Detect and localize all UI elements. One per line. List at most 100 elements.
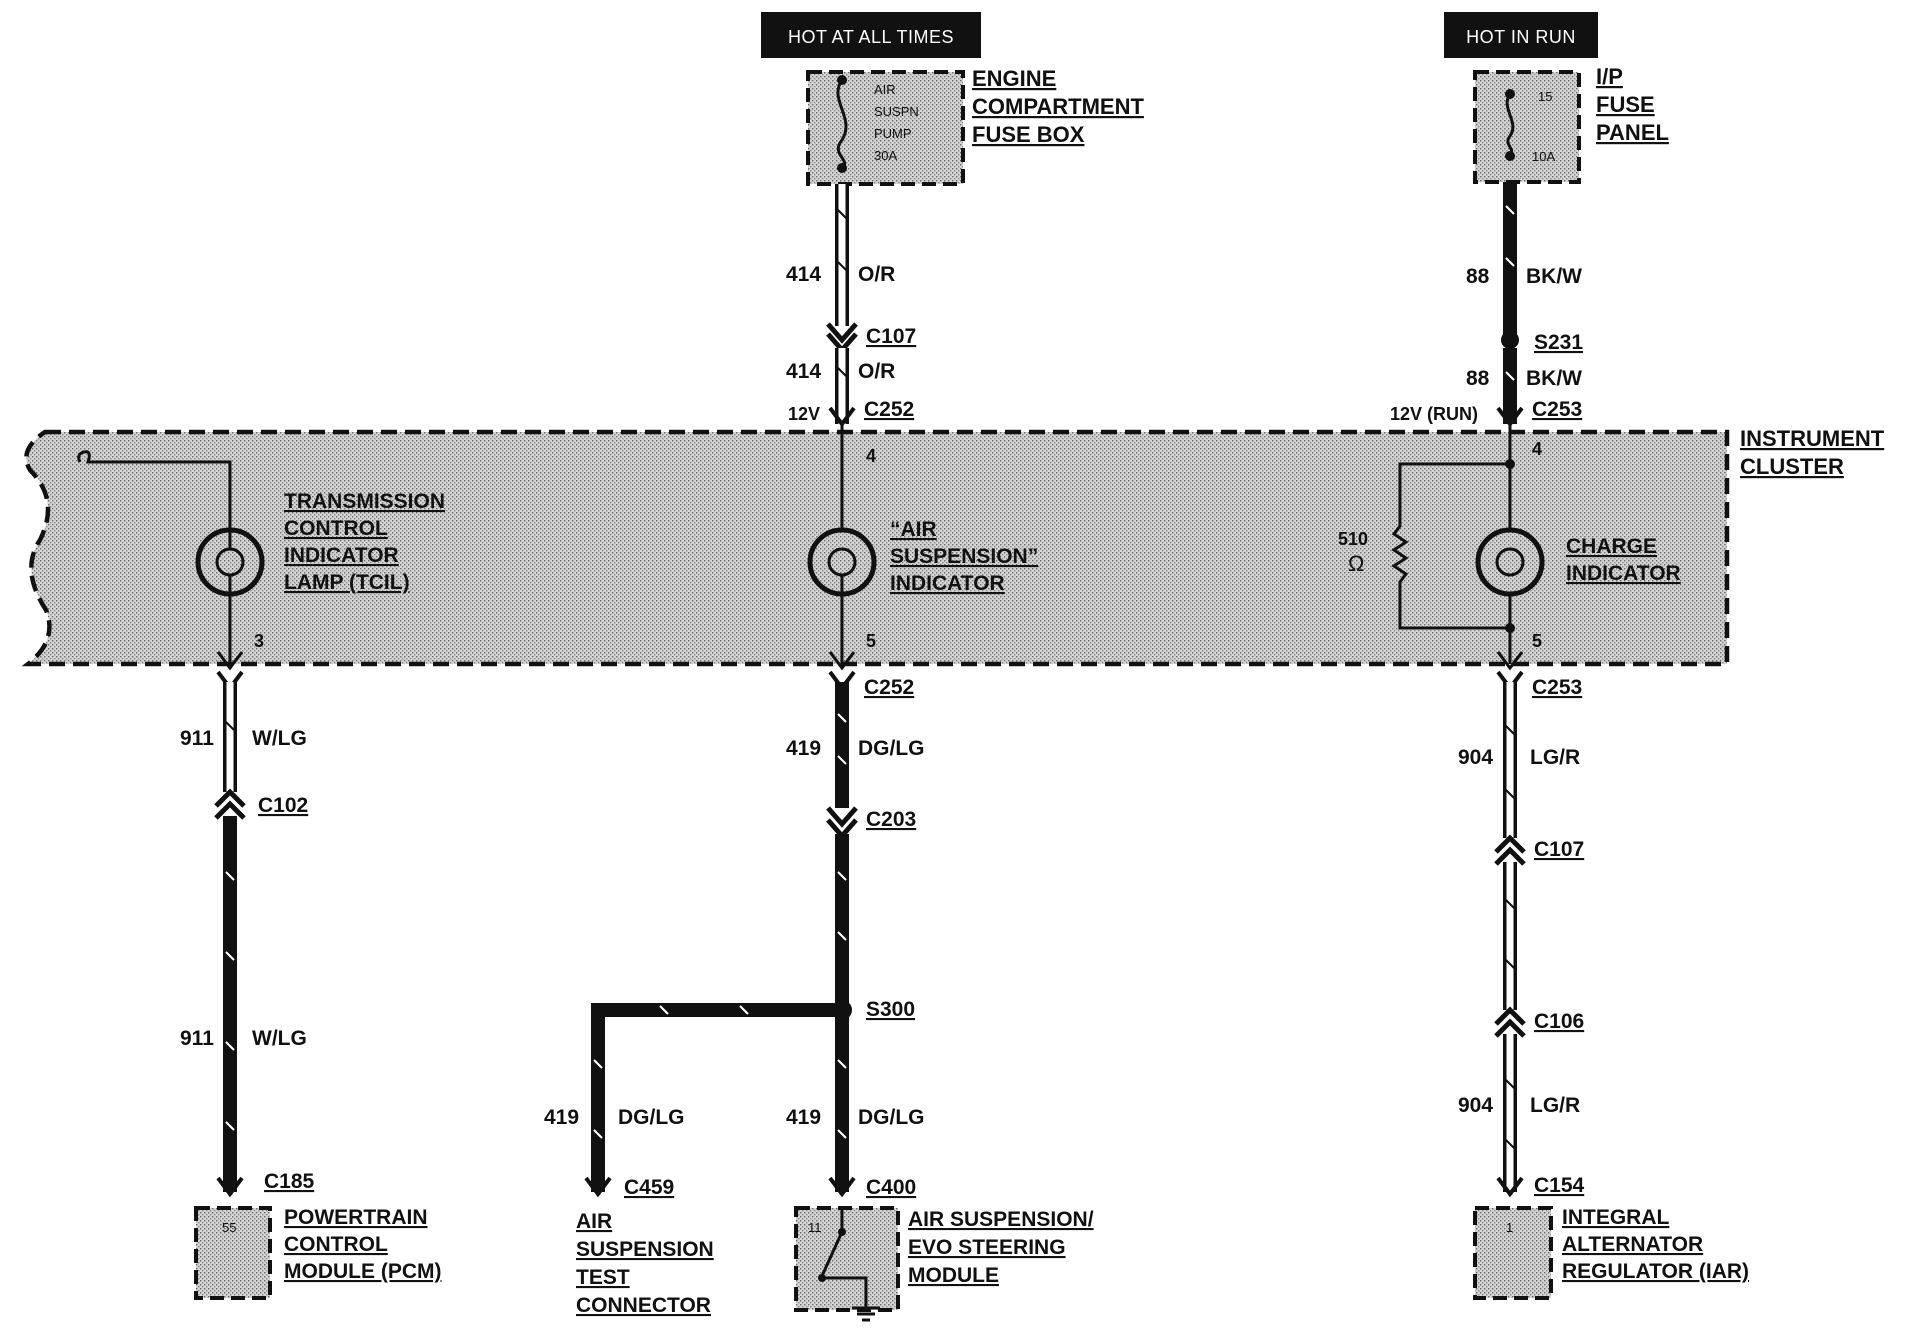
connector-c203 <box>826 806 858 840</box>
wire-88-color-upper: BK/W <box>1526 265 1582 288</box>
hot-at-all-times-label: HOT AT ALL TIMES <box>788 27 954 47</box>
connector-c102-label: C102 <box>258 794 308 817</box>
evo-pin: 11 <box>808 1220 822 1235</box>
voltage-12v: 12V <box>788 404 820 424</box>
iar-label-2: ALTERNATOR <box>1562 1233 1703 1256</box>
connector-c102 <box>214 788 246 820</box>
engine-fuse-box-name-2: COMPARTMENT <box>972 94 1144 119</box>
pcm-label-2: CONTROL <box>284 1233 388 1256</box>
ip-fuse-panel-label: I/P FUSE PANEL <box>1596 64 1669 145</box>
fuse-symbol-air-susp-pump <box>836 75 848 173</box>
wire-414-circuit-upper: 414 <box>786 263 821 286</box>
wire-904-circuit-lower: 904 <box>1458 1094 1493 1117</box>
tcil-label: TRANSMISSION CONTROL INDICATOR LAMP (TCI… <box>284 490 445 594</box>
air-susp-label: “AIR SUSPENSION” INDICATOR <box>890 518 1038 595</box>
connector-c107-label-bottom: C107 <box>1534 838 1584 861</box>
wire-419-middle <box>835 834 849 1010</box>
iar-pin: 1 <box>1506 1220 1513 1235</box>
air-suspension-indicator-lamp <box>807 424 877 671</box>
splice-s231-label: S231 <box>1534 331 1583 354</box>
connector-c253-label-bottom: C253 <box>1532 676 1582 699</box>
instrument-cluster <box>21 429 1730 667</box>
connector-c185-label: C185 <box>264 1170 315 1193</box>
hot-in-run-header: HOT IN RUN <box>1444 12 1598 58</box>
connector-c106 <box>1494 1006 1526 1038</box>
wire-88-color-lower: BK/W <box>1526 367 1582 390</box>
tcil-pin: 3 <box>254 631 264 651</box>
wire-419-circuit-upper: 419 <box>786 737 821 760</box>
test-connector-label-4: CONNECTOR <box>576 1294 711 1317</box>
evo-label-2: EVO STEERING <box>908 1236 1066 1259</box>
ip-fuse-name-3: PANEL <box>1596 120 1669 145</box>
iar-label-1: INTEGRAL <box>1562 1206 1670 1229</box>
evo-label-3: MODULE <box>908 1264 999 1287</box>
engine-fuse-box-name-3: FUSE BOX <box>972 122 1085 147</box>
wire-414-upper <box>835 184 849 326</box>
connector-c154-label: C154 <box>1534 1174 1585 1197</box>
hot-at-all-times-header: HOT AT ALL TIMES <box>761 12 981 58</box>
wire-419-circuit-branch: 419 <box>544 1106 579 1129</box>
wire-904-color-lower: LG/R <box>1530 1094 1580 1117</box>
wire-904-color-upper: LG/R <box>1530 746 1580 769</box>
tcil-label-3: INDICATOR <box>284 544 399 567</box>
ip-fuse-panel: 15 10A <box>1473 70 1581 184</box>
wire-414-color-lower: O/R <box>858 360 895 383</box>
wire-419-lower <box>828 1010 856 1198</box>
instrument-cluster-label: INSTRUMENT CLUSTER <box>1740 426 1885 479</box>
tcil-lamp <box>77 450 265 671</box>
wire-88-lower <box>1496 348 1524 428</box>
tcil-label-4: LAMP (TCIL) <box>284 571 410 594</box>
connector-c203-label: C203 <box>866 808 916 831</box>
test-connector-label-1: AIR <box>576 1210 612 1233</box>
iar-label: INTEGRAL ALTERNATOR REGULATOR (IAR) <box>1562 1206 1749 1283</box>
charge-pin-bottom: 5 <box>1532 631 1542 651</box>
engine-fuse-box: AIR SUSPN PUMP 30A <box>806 70 965 186</box>
connector-c107-label-top: C107 <box>866 325 916 348</box>
wire-911-lower <box>216 816 244 1198</box>
wire-88-upper <box>1503 182 1517 338</box>
charge-label: CHARGE INDICATOR <box>1566 535 1681 585</box>
fuse-line-4: 30A <box>874 148 897 163</box>
wire-414-color-upper: O/R <box>858 263 895 286</box>
air-susp-label-3: INDICATOR <box>890 572 1005 595</box>
wire-414-lower <box>828 348 856 428</box>
wire-88-circuit-lower: 88 <box>1466 367 1490 390</box>
connector-c400-label: C400 <box>866 1176 916 1199</box>
fuse-line-1: AIR <box>874 82 896 97</box>
resistor-510 <box>1391 462 1510 630</box>
ip-fuse-name-1: I/P <box>1596 64 1623 89</box>
wire-911-circuit-upper: 911 <box>180 727 214 750</box>
wire-414-circuit-lower: 414 <box>786 360 821 383</box>
resistor-value: 510 <box>1338 529 1368 549</box>
ground-icon <box>852 1300 880 1322</box>
evo-label-1: AIR SUSPENSION/ <box>908 1208 1094 1231</box>
charge-pin-top: 4 <box>1532 439 1542 459</box>
voltage-12v-run: 12V (RUN) <box>1390 404 1478 424</box>
wire-911-circuit-lower: 911 <box>180 1027 214 1050</box>
wire-911-color-upper: W/LG <box>252 727 307 750</box>
wire-419-color-lower: DG/LG <box>858 1106 925 1129</box>
splice-s300-label: S300 <box>866 998 915 1021</box>
fuse-line-3: PUMP <box>874 126 912 141</box>
pcm-label-1: POWERTRAIN <box>284 1206 428 1229</box>
engine-fuse-box-label: ENGINE COMPARTMENT FUSE BOX <box>972 66 1144 147</box>
instrument-cluster-name-2: CLUSTER <box>1740 454 1844 479</box>
pcm-module: 55 <box>194 1206 272 1300</box>
test-connector-label-2: SUSPENSION <box>576 1238 714 1261</box>
engine-fuse-box-name-1: ENGINE <box>972 66 1056 91</box>
evo-module: 11 <box>794 1206 900 1312</box>
air-susp-label-2: SUSPENSION” <box>890 545 1038 568</box>
fuse-line-2: SUSPN <box>874 104 919 119</box>
connector-c252-label-bottom: C252 <box>864 676 914 699</box>
splice-s231 <box>1501 331 1519 349</box>
ip-fuse-name-2: FUSE <box>1596 92 1655 117</box>
charge-label-2: INDICATOR <box>1566 562 1681 585</box>
ip-fuse-rating: 10A <box>1532 149 1555 164</box>
ip-fuse-number: 15 <box>1538 89 1552 104</box>
tcil-label-1: TRANSMISSION <box>284 490 445 513</box>
wire-88-circuit-upper: 88 <box>1466 265 1490 288</box>
instrument-cluster-name-1: INSTRUMENT <box>1740 426 1885 451</box>
wire-419-color-upper: DG/LG <box>858 737 925 760</box>
connector-c252-label-top: C252 <box>864 398 914 421</box>
